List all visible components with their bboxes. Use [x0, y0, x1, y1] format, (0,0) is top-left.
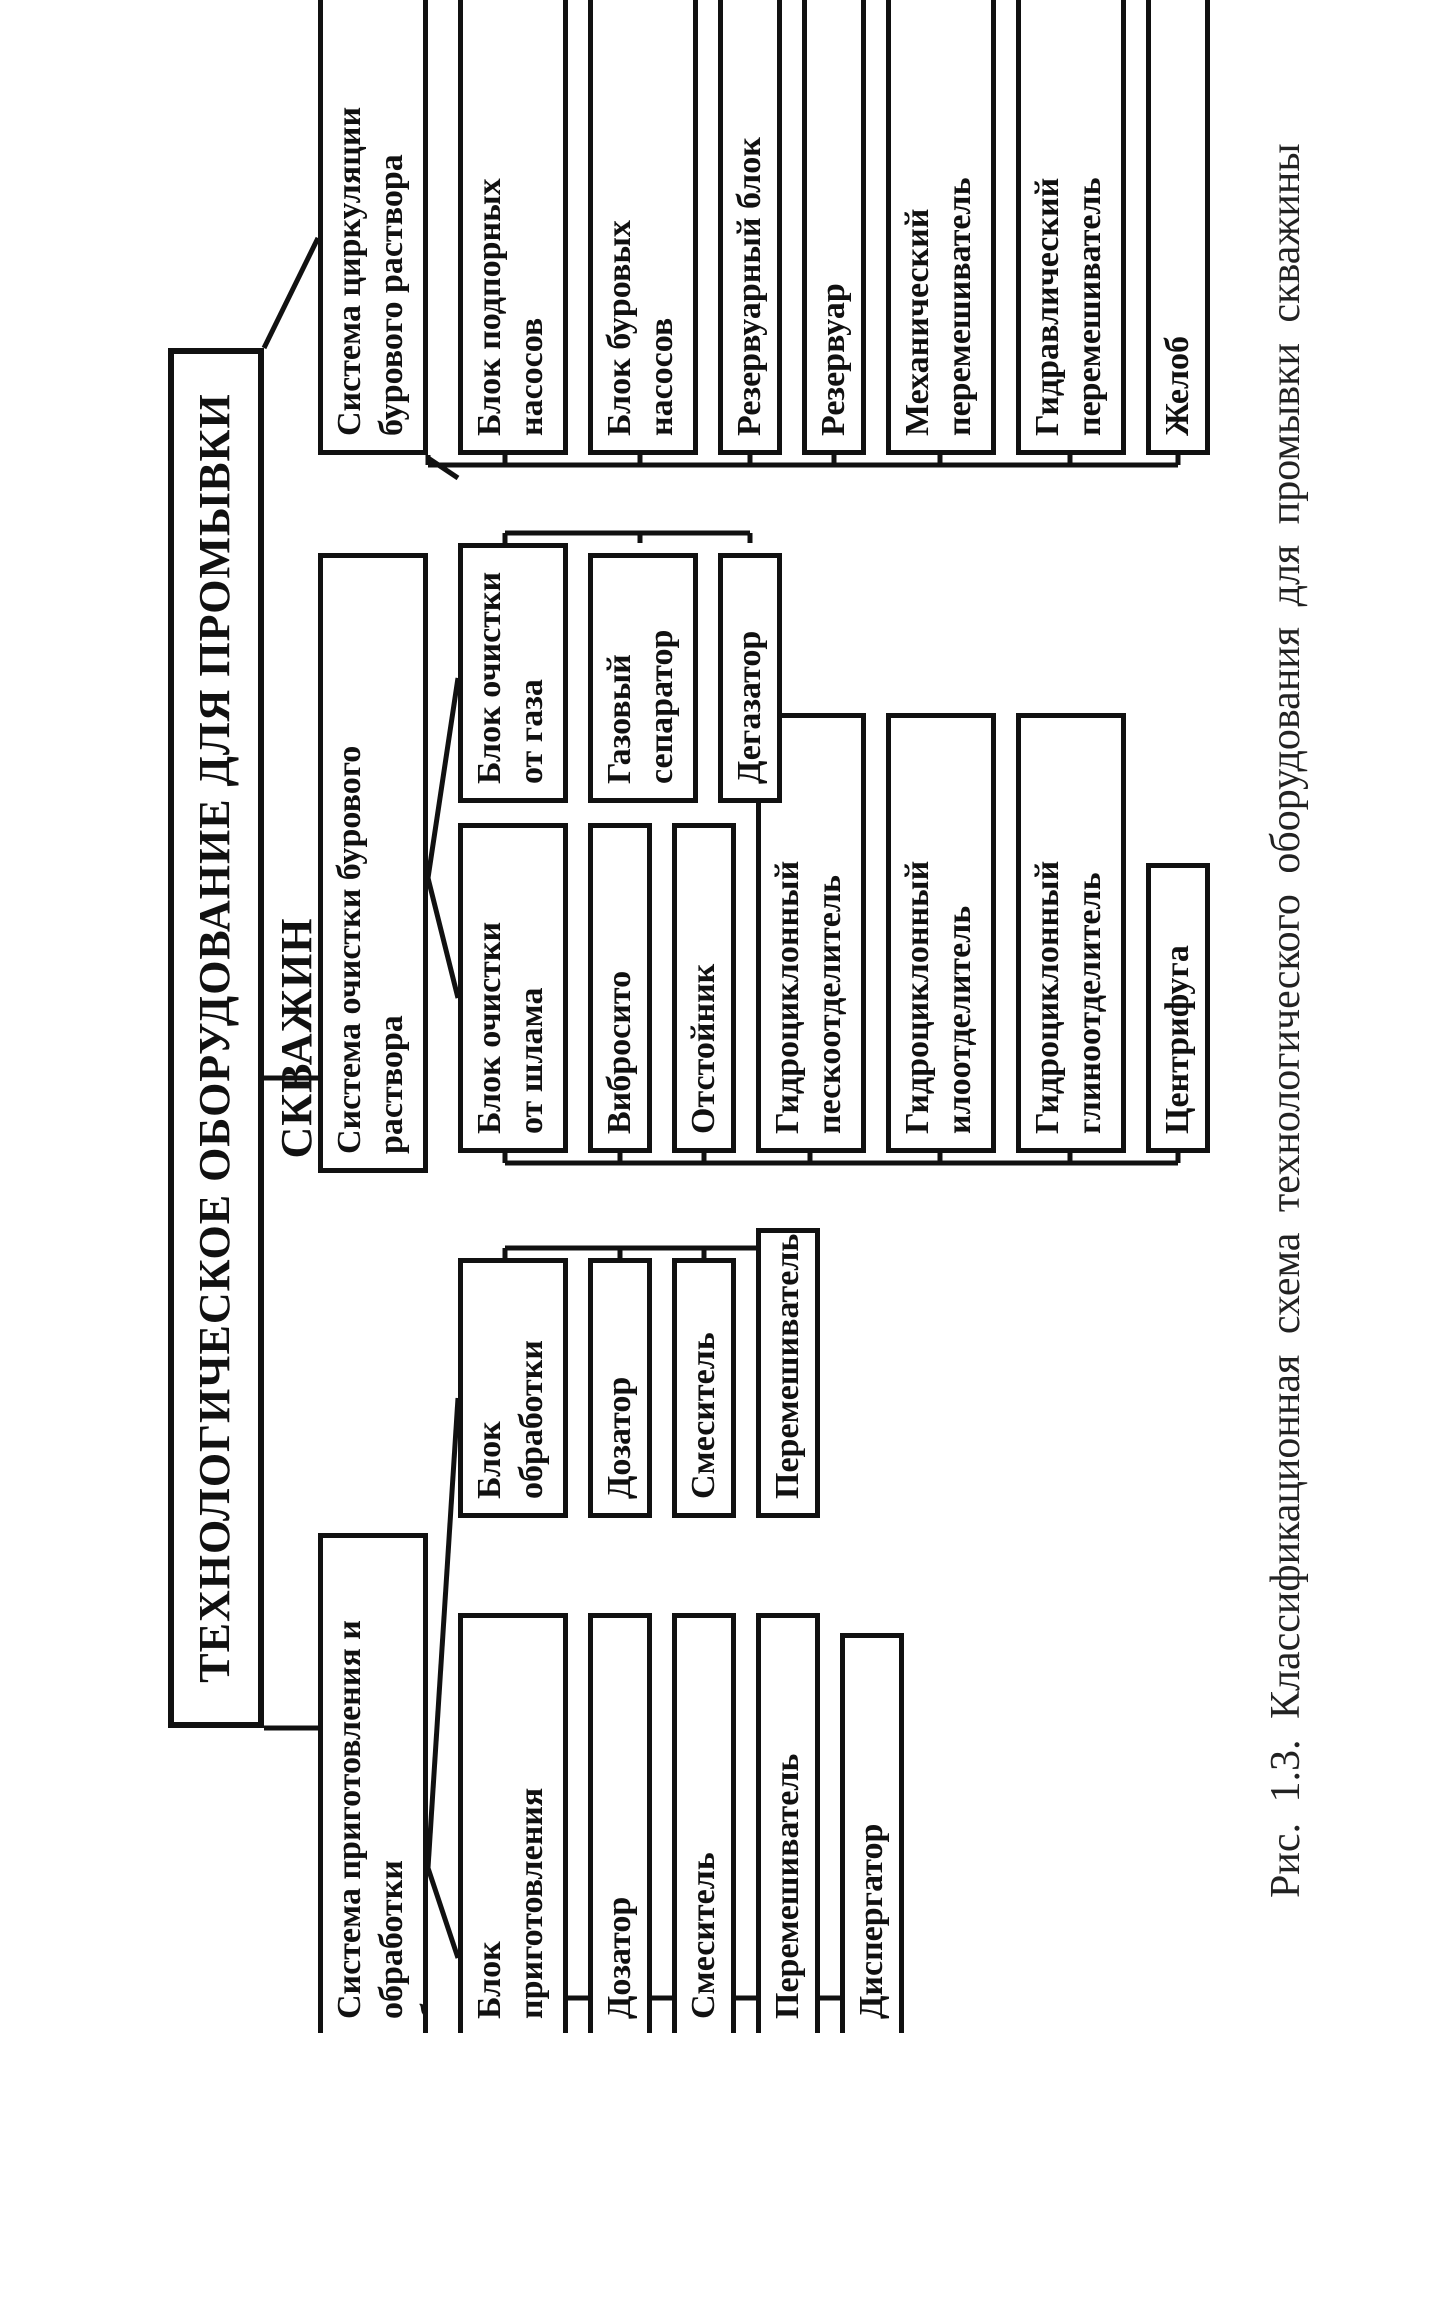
connector-line [425, 677, 461, 879]
cuttings-cleaning-block: Блок очистки от шлама [458, 823, 568, 1153]
system-label: Система циркуляции бурового раствора [331, 106, 410, 436]
node-label: Диспергатор [853, 1823, 890, 2019]
centrifuge: Центрифуга [1146, 863, 1210, 1153]
connector-line [425, 1397, 461, 1869]
tank-block: Резервуарный блок [718, 0, 782, 455]
node-label: Блок приготовления [471, 1787, 550, 2019]
gas-separator: Газовый сепаратор [588, 553, 698, 803]
node-label: Перемешиватель [769, 1233, 806, 1499]
node-label: Дозатор [601, 1896, 638, 2019]
preparation-mixer: Смеситель [672, 1613, 736, 2033]
node-label: Центрифуга [1159, 945, 1196, 1134]
node-label: Отстойник [685, 963, 722, 1134]
node-label: Механический перемешиватель [899, 177, 978, 436]
connector-line [425, 1867, 461, 1959]
connector-line [261, 236, 321, 350]
treatment-mixer: Смеситель [672, 1258, 736, 1518]
preparation-dosator: Дозатор [588, 1613, 652, 2033]
settling-tank: Отстойник [672, 823, 736, 1153]
mud-pump-block: Блок буровых насосов [588, 0, 698, 455]
node-label: Блок очистки от газа [471, 571, 550, 784]
mechanical-agitator: Механический перемешиватель [886, 0, 996, 455]
node-label: Перемешиватель [769, 1753, 806, 2019]
node-label: Гидроциклонный глиноотделитель [1029, 860, 1108, 1134]
connector-line [425, 877, 461, 999]
system-circulation: Система циркуляции бурового раствора [318, 0, 428, 455]
node-label: Смеситель [685, 1332, 722, 1499]
node-label: Резервуарный блок [731, 137, 768, 436]
node-label: Блок очистки от шлама [471, 921, 550, 1134]
connector-line [426, 455, 460, 481]
clay-separator: Гидроциклонный глиноотделитель [1016, 713, 1126, 1153]
node-label: Вибросито [601, 970, 638, 1134]
treatment-block: Блок обработки [458, 1258, 568, 1518]
node-label: Дозатор [601, 1376, 638, 1499]
trough: Желоб [1146, 0, 1210, 455]
node-label: Блок буровых насосов [601, 220, 680, 436]
node-label: Блок обработки [471, 1340, 550, 1499]
figure-caption: Рис. 1.3. Классификационная схема технол… [1263, 143, 1309, 1898]
shale-shaker: Вибросито [588, 823, 652, 1153]
hydraulic-agitator: Гидравлический перемешиватель [1016, 0, 1126, 455]
preparation-disperser: Диспергатор [840, 1633, 904, 2033]
tank: Резервуар [802, 0, 866, 455]
system-label: Система приготовления и обработки бурово… [331, 1620, 428, 2019]
node-label: Гидроциклонный илоотделитель [899, 860, 978, 1134]
treatment-dosator: Дозатор [588, 1258, 652, 1518]
node-label: Газовый сепаратор [601, 629, 680, 784]
node-label: Блок подпорных насосов [471, 178, 550, 436]
system-cleaning: Система очистки бурового раствора [318, 553, 428, 1173]
node-label: Резервуар [815, 283, 852, 436]
treatment-agitator: Перемешиватель [756, 1228, 820, 1518]
gas-cleaning-block: Блок очистки от газа [458, 543, 568, 803]
diagram-title: ТЕХНОЛОГИЧЕСКОЕ ОБОРУДОВАНИЕ ДЛЯ ПРОМЫВК… [168, 348, 321, 1728]
preparation-agitator: Перемешиватель [756, 1613, 820, 2033]
degasser: Дегазатор [718, 553, 782, 803]
node-label: Гидравлический перемешиватель [1029, 177, 1108, 436]
system-preparation: Система приготовления и обработки бурово… [318, 1533, 428, 2033]
booster-pump-block: Блок подпорных насосов [458, 0, 568, 455]
node-label: Смеситель [685, 1852, 722, 2019]
node-label: Дегазатор [731, 630, 768, 784]
desilter: Гидроциклонный илоотделитель [886, 713, 996, 1153]
system-label: Система очистки бурового раствора [331, 745, 410, 1154]
node-label: Желоб [1159, 335, 1196, 436]
preparation-block: Блок приготовления [458, 1613, 568, 2033]
